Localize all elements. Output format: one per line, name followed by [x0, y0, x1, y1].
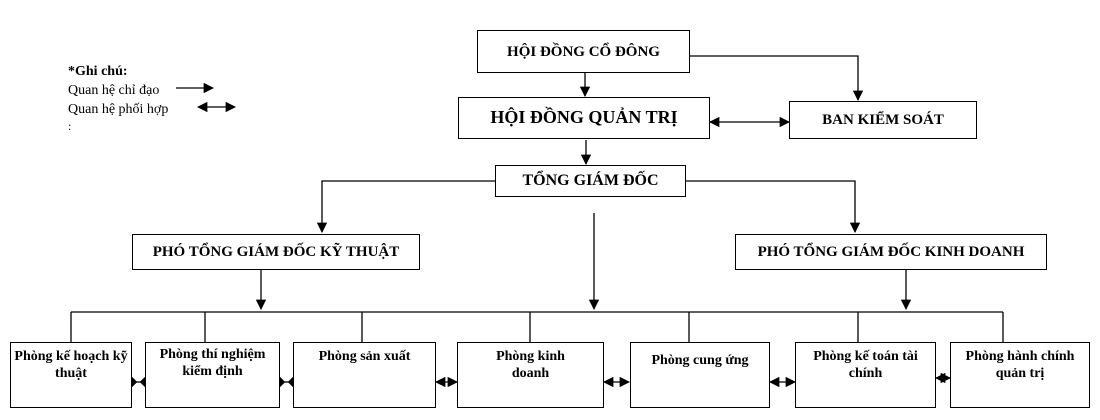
- node-supervisory: BAN KIỂM SOÁT: [789, 101, 977, 139]
- dept-thi-nghiem-kiem-dinh: Phòng thí nghiệm kiểm định: [145, 342, 280, 408]
- dept-cung-ung: Phòng cung ứng: [630, 342, 770, 408]
- edge-ceo-deputy-business: [686, 180, 861, 234]
- legend-directive-label: Quan hệ chỉ đạo: [68, 83, 160, 98]
- legend-trailing: :: [68, 119, 72, 133]
- node-shareholders: HỘI ĐỒNG CỔ ĐÔNG: [477, 30, 690, 73]
- legend-coordination-label: Quan hệ phối hợp: [68, 102, 169, 117]
- node-ceo: TỔNG GIÁM ĐỐC: [495, 165, 686, 197]
- node-deputy-tech: PHÓ TỔNG GIÁM ĐỐC KỸ THUẬT: [132, 234, 420, 270]
- legend-title: *Ghi chú:: [68, 64, 128, 79]
- dept-kinh-doanh: Phòng kinh doanh: [457, 342, 604, 408]
- edge-ceo-deputy-tech: [316, 180, 495, 234]
- node-board: HỘI ĐỒNG QUẢN TRỊ: [458, 97, 710, 139]
- dept-ke-toan-tai-chinh: Phòng kế toán tài chính: [795, 342, 936, 408]
- dept-hanh-chinh-quan-tri: Phòng hành chính quản trị: [950, 342, 1090, 408]
- edge-shareholders-supervisory: [690, 55, 864, 102]
- node-deputy-business: PHÓ TỔNG GIÁM ĐỐC KINH DOANH: [735, 234, 1047, 270]
- legend: *Ghi chú: Quan hệ chỉ đạo Quan hệ phối h…: [68, 62, 168, 133]
- dept-san-xuat: Phòng sản xuất: [293, 342, 436, 408]
- dept-ke-hoach-ky-thuat: Phòng kế hoạch kỹ thuật: [10, 342, 132, 408]
